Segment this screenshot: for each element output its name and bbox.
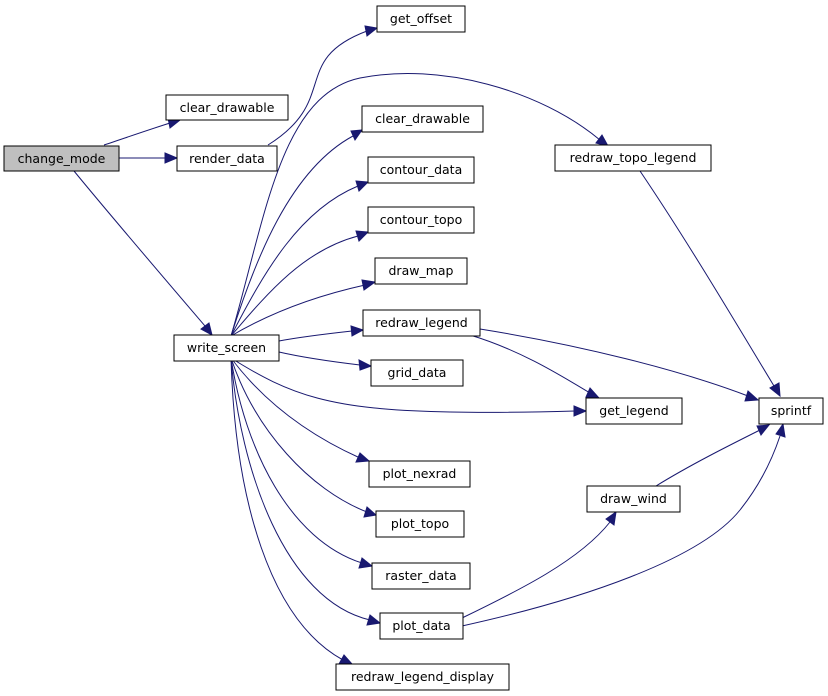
node-label: draw_wind: [600, 491, 667, 506]
node-label: write_screen: [187, 340, 266, 355]
node-sprintf[interactable]: sprintf: [758, 397, 824, 425]
node-grid_data[interactable]: grid_data: [370, 359, 464, 387]
node-draw_wind[interactable]: draw_wind: [586, 485, 681, 513]
edge-write_screen-grid_data: [278, 351, 373, 371]
node-label: redraw_legend_display: [351, 669, 495, 684]
node-label: plot_nexrad: [383, 466, 457, 481]
node-change_mode[interactable]: change_mode: [3, 145, 120, 172]
node-label: render_data: [189, 151, 265, 166]
node-label: clear_drawable: [375, 111, 470, 126]
edge-change_mode-write_screen: [73, 170, 213, 336]
node-raster_data[interactable]: raster_data: [371, 562, 471, 590]
node-contour_data[interactable]: contour_data: [367, 156, 475, 184]
node-get_offset[interactable]: get_offset: [376, 5, 466, 33]
edge-write_screen-contour_topo: [230, 230, 370, 337]
edge-write_screen-plot_data: [230, 357, 382, 626]
edge-write_screen-plot_nexrad: [230, 357, 371, 463]
node-draw_map[interactable]: draw_map: [374, 257, 468, 285]
edge-redraw_legend-get_legend: [469, 334, 601, 399]
node-redraw_legend[interactable]: redraw_legend: [362, 309, 481, 337]
edge-redraw_legend-sprintf: [479, 328, 760, 402]
node-label: contour_topo: [380, 212, 462, 227]
node-label: raster_data: [385, 568, 456, 583]
node-redraw_legend_display[interactable]: redraw_legend_display: [335, 663, 510, 691]
node-render_data[interactable]: render_data: [176, 145, 278, 172]
node-label: redraw_legend: [375, 315, 467, 330]
node-plot_nexrad[interactable]: plot_nexrad: [368, 460, 471, 488]
edge-write_screen-clear_drawable-2: [230, 129, 364, 337]
node-label: redraw_topo_legend: [570, 150, 697, 165]
node-get_legend[interactable]: get_legend: [585, 397, 683, 425]
node-label: grid_data: [388, 365, 447, 380]
edge-plot_data-sprintf: [461, 422, 786, 627]
node-plot_data[interactable]: plot_data: [379, 612, 464, 640]
node-label: contour_data: [380, 162, 462, 177]
node-redraw_topo_legend[interactable]: redraw_topo_legend: [554, 144, 712, 172]
edge-plot_data-draw_wind: [461, 510, 617, 619]
node-label: plot_data: [392, 618, 450, 633]
edge-change_mode-clear_drawable: [103, 117, 182, 146]
node-plot_topo[interactable]: plot_topo: [375, 510, 465, 538]
node-label: get_legend: [599, 403, 668, 418]
node-label: clear_drawable: [180, 100, 275, 115]
node-label: get_offset: [390, 11, 452, 26]
node-write_screen[interactable]: write_screen: [173, 334, 280, 362]
node-label: change_mode: [18, 151, 106, 166]
edge-write_screen-contour_data: [230, 180, 370, 337]
node-label: plot_topo: [391, 516, 449, 531]
node-label: sprintf: [771, 403, 812, 418]
edge-write_screen-raster_data: [230, 357, 374, 569]
edge-redraw_topo_legend-sprintf: [639, 170, 781, 398]
edge-write_screen-draw_map: [230, 279, 377, 337]
node-contour_topo[interactable]: contour_topo: [367, 206, 475, 234]
node-clear_drawable-2[interactable]: clear_drawable: [361, 105, 484, 133]
node-clear_drawable[interactable]: clear_drawable: [165, 94, 289, 121]
node-label: draw_map: [389, 263, 454, 278]
edge-render_data-get_offset: [267, 25, 379, 146]
edge-draw_wind-sprintf: [655, 424, 771, 487]
edge-write_screen-redraw_legend: [278, 325, 365, 342]
edge-write_screen-plot_topo: [230, 357, 378, 518]
edge-change_mode-render_data: [119, 152, 179, 164]
edge-write_screen-get_legend: [230, 357, 588, 417]
